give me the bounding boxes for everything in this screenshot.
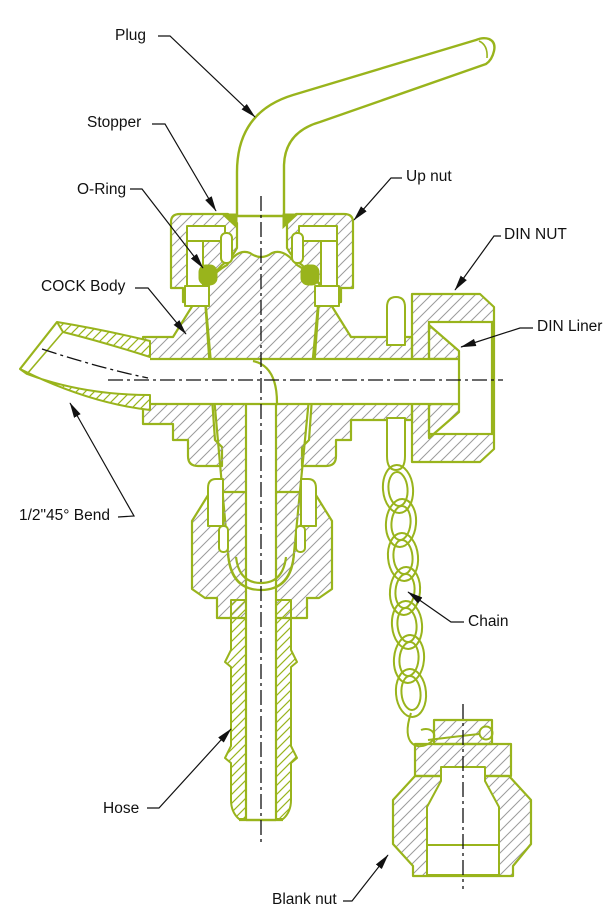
label-plug: Plug xyxy=(115,27,147,44)
leader-plug xyxy=(158,35,256,118)
leader-chain xyxy=(407,591,464,623)
chain xyxy=(381,464,494,748)
stopper-left xyxy=(186,225,226,242)
hose-barb xyxy=(224,599,298,820)
blank-nut-ring xyxy=(478,725,494,741)
leader-stopper xyxy=(152,123,217,212)
o-ring-right xyxy=(300,264,320,286)
leader-din-nut xyxy=(454,235,501,291)
label-blank-nut: Blank nut xyxy=(272,891,337,908)
label-bend: 1/2"45° Bend xyxy=(19,507,110,524)
leader-up-nut xyxy=(353,177,402,221)
label-chain: Chain xyxy=(468,613,509,630)
label-up-nut: Up nut xyxy=(406,168,452,185)
centerlines xyxy=(41,196,503,889)
label-stopper: Stopper xyxy=(87,114,142,131)
leader-cock-body xyxy=(135,287,187,335)
label-din-liner: DIN Liner xyxy=(537,318,603,335)
chain-hook xyxy=(406,712,436,748)
leader-hose xyxy=(147,728,232,809)
o-rings xyxy=(198,213,320,286)
label-hose: Hose xyxy=(103,800,140,817)
chain-pin xyxy=(386,296,406,346)
label-din-nut: DIN NUT xyxy=(504,226,567,243)
label-cock-body: COCK Body xyxy=(41,278,126,295)
leader-lines xyxy=(69,35,533,902)
o-ring-left xyxy=(198,264,218,286)
leader-o-ring xyxy=(130,188,204,269)
label-o-ring: O-Ring xyxy=(77,181,127,198)
bend-spout xyxy=(19,321,151,411)
leader-din-liner xyxy=(460,327,533,348)
plug-handle xyxy=(235,37,496,218)
stopper-right xyxy=(298,225,338,242)
leader-blank-nut xyxy=(343,854,389,902)
leader-bend xyxy=(69,402,135,518)
